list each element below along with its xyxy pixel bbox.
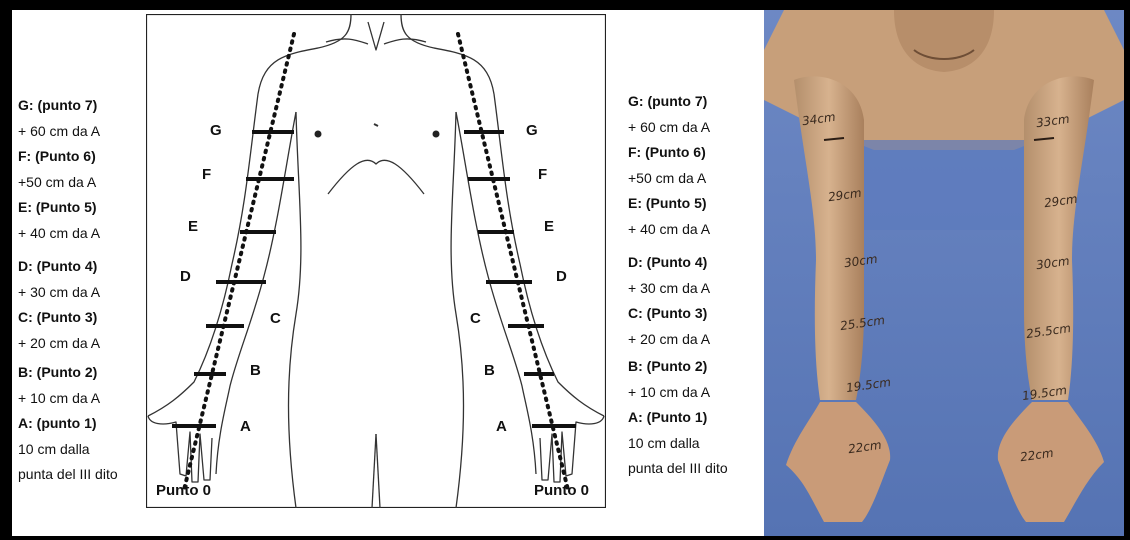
legend-right-b-sub: + 10 cm da A bbox=[628, 380, 728, 406]
legend-right-a-sub: 10 cm dalla bbox=[628, 431, 728, 457]
letter-left-a: A bbox=[240, 418, 251, 435]
letter-right-d: D bbox=[556, 268, 567, 285]
letter-right-b: B bbox=[484, 362, 495, 379]
legend-left-d-sub: + 30 cm da A bbox=[18, 280, 118, 306]
letter-left-f: F bbox=[202, 166, 211, 183]
legend-left-c-sub: + 20 cm da A bbox=[18, 331, 118, 357]
legend-left-b-head: B: (Punto 2) bbox=[18, 360, 118, 386]
legend-right-g-sub: + 60 cm da A bbox=[628, 115, 728, 141]
border-bottom bbox=[0, 536, 1130, 540]
legend-right-e-sub: + 40 cm da A bbox=[628, 217, 728, 243]
legend-left-a-sub2: punta del III dito bbox=[18, 462, 118, 488]
origin-label-left: Punto 0 bbox=[156, 482, 211, 499]
legend-right-g-head: G: (punto 7) bbox=[628, 89, 728, 115]
legend-right-b-head: B: (Punto 2) bbox=[628, 354, 728, 380]
legend-left-f-sub: +50 cm da A bbox=[18, 170, 118, 196]
legend-right-d-sub: + 30 cm da A bbox=[628, 276, 728, 302]
letter-left-e: E bbox=[188, 218, 198, 235]
legend-left-c-head: C: (Punto 3) bbox=[18, 305, 118, 331]
letter-right-a: A bbox=[496, 418, 507, 435]
letter-left-d: D bbox=[180, 268, 191, 285]
letter-right-c: C bbox=[470, 310, 481, 327]
letter-left-c: C bbox=[270, 310, 281, 327]
legend-left-e-sub: + 40 cm da A bbox=[18, 221, 118, 247]
origin-label-right: Punto 0 bbox=[534, 482, 589, 499]
legend-right-c-head: C: (Punto 3) bbox=[628, 301, 728, 327]
letter-right-e: E bbox=[544, 218, 554, 235]
border-right bbox=[1124, 0, 1130, 540]
border-top bbox=[0, 0, 1130, 10]
legend-left-d-head: D: (Punto 4) bbox=[18, 254, 118, 280]
legend-left-f-head: F: (Punto 6) bbox=[18, 144, 118, 170]
letter-left-g: G bbox=[210, 122, 222, 139]
legend-left-b-sub: + 10 cm da A bbox=[18, 386, 118, 412]
legend-right-e-head: E: (Punto 5) bbox=[628, 191, 728, 217]
photo-drawing bbox=[764, 10, 1124, 536]
patient-arms-photo: 34cm 29cm 30cm 25.5cm 19.5cm 22cm 33cm 2… bbox=[764, 10, 1124, 536]
body-diagram: G F E D C B A G F E D C B A Punto 0 Punt… bbox=[146, 14, 606, 508]
body-outline-drawing bbox=[146, 14, 606, 508]
legend-right-a-sub2: punta del III dito bbox=[628, 456, 728, 482]
legend-right-a-head: A: (Punto 1) bbox=[628, 405, 728, 431]
legend-right-f-head: F: (Punto 6) bbox=[628, 140, 728, 166]
letter-right-f: F bbox=[538, 166, 547, 183]
legend-left-a-sub: 10 cm dalla bbox=[18, 437, 118, 463]
border-left bbox=[0, 0, 12, 540]
legend-right-d-head: D: (Punto 4) bbox=[628, 250, 728, 276]
legend-left: G: (punto 7) + 60 cm da A F: (Punto 6) +… bbox=[18, 93, 118, 488]
legend-left-e-head: E: (Punto 5) bbox=[18, 195, 118, 221]
legend-right: G: (punto 7) + 60 cm da A F: (Punto 6) +… bbox=[628, 89, 728, 482]
legend-right-c-sub: + 20 cm da A bbox=[628, 327, 728, 353]
legend-left-g-head: G: (punto 7) bbox=[18, 93, 118, 119]
letter-right-g: G bbox=[526, 122, 538, 139]
legend-left-a-head: A: (punto 1) bbox=[18, 411, 118, 437]
legend-right-f-sub: +50 cm da A bbox=[628, 166, 728, 192]
letter-left-b: B bbox=[250, 362, 261, 379]
legend-left-g-sub: + 60 cm da A bbox=[18, 119, 118, 145]
